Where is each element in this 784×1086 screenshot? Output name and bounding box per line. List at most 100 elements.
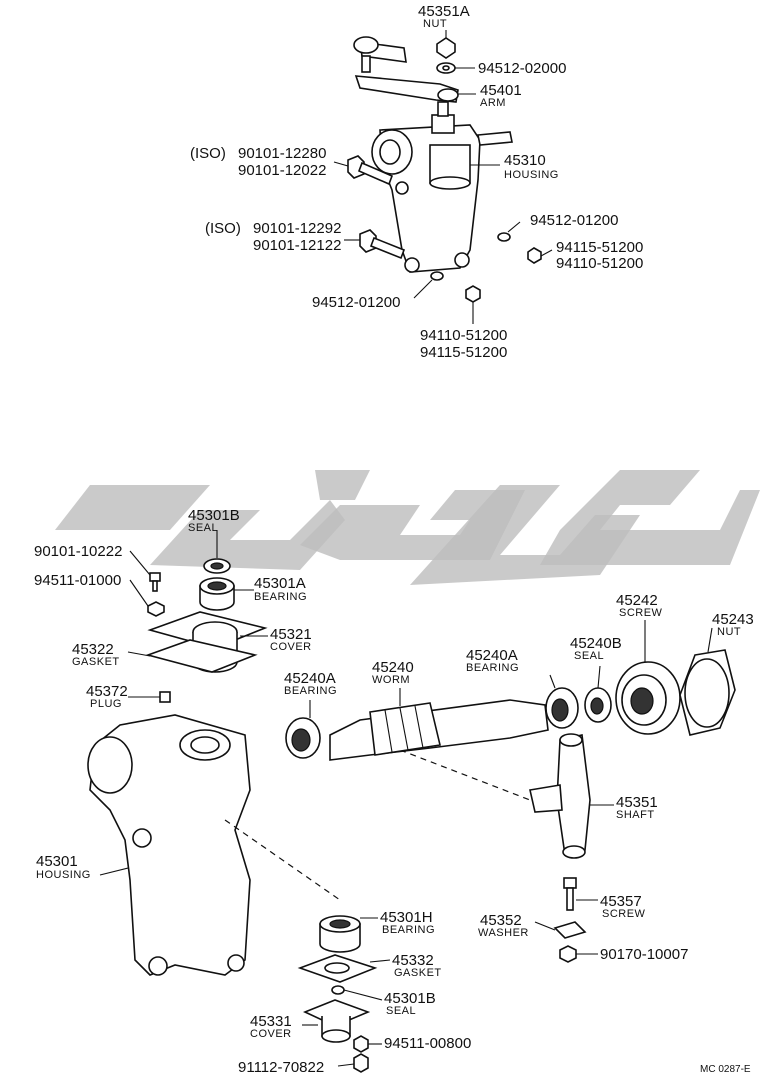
steering-housing-45310 bbox=[371, 101, 513, 273]
nut-45351a bbox=[436, 30, 456, 59]
label-45357-name: SCREW bbox=[602, 908, 646, 920]
label-45301b-bottom-code: 45301B bbox=[384, 990, 436, 1007]
label-90101-12022: 90101-12022 bbox=[238, 162, 326, 179]
washer-94511-00800 bbox=[353, 1035, 382, 1053]
pitman-arm-45401 bbox=[354, 75, 476, 103]
screw-90101-10222 bbox=[129, 550, 161, 592]
label-90101-12280: 90101-12280 bbox=[238, 145, 326, 162]
label-45240b-name: SEAL bbox=[574, 650, 604, 662]
label-94511-00800: 94511-00800 bbox=[384, 1035, 471, 1052]
nut-94115-51200-a bbox=[527, 247, 553, 264]
label-45321-code: 45321 bbox=[270, 626, 312, 643]
label-45240b-code: 45240B bbox=[570, 635, 622, 652]
plug-45372 bbox=[128, 691, 171, 703]
label-90101-10222: 90101-10222 bbox=[34, 543, 122, 560]
label-45301b-top-code: 45301B bbox=[188, 507, 240, 524]
label-45240a-right-name: BEARING bbox=[466, 662, 519, 674]
label-45240a-left-name: BEARING bbox=[284, 685, 337, 697]
label-45301b-top-name: SEAL bbox=[188, 522, 218, 534]
label-45322-name: GASKET bbox=[72, 656, 120, 668]
tie-rod-end bbox=[353, 36, 407, 73]
bearing-45240a-right bbox=[545, 674, 579, 729]
bolt-90101-12292 bbox=[344, 229, 406, 260]
label-94115-51200-a: 94115-51200 bbox=[556, 239, 643, 256]
bolt-91112-70822 bbox=[337, 1053, 369, 1073]
label-45301h-name: BEARING bbox=[382, 924, 435, 936]
label-45351a-code: 45351A bbox=[418, 3, 470, 20]
bearing-45301a bbox=[199, 577, 254, 611]
label-45301b-bottom-name: SEAL bbox=[386, 1005, 416, 1017]
lower-assembly bbox=[87, 530, 736, 1073]
washer-94512-01200-a bbox=[497, 221, 521, 242]
gasket-45332 bbox=[297, 954, 391, 983]
label-45331-code: 45331 bbox=[250, 1013, 292, 1030]
seal-45301b-top bbox=[203, 530, 231, 574]
label-45310-name: HOUSING bbox=[504, 169, 559, 181]
nut-45243 bbox=[679, 627, 736, 736]
label-45240-name: WORM bbox=[372, 674, 410, 686]
label-45242-code: 45242 bbox=[616, 592, 658, 609]
nut-94110-51200-b bbox=[465, 285, 481, 324]
worm-45240 bbox=[329, 688, 549, 761]
shaft-45351 bbox=[529, 733, 614, 859]
cover-45331 bbox=[302, 999, 371, 1043]
watermark-logo bbox=[55, 470, 760, 585]
washer-94512-01200-b bbox=[413, 271, 444, 299]
lower-labels: 45301B SEAL 90101-10222 45301A BEARING 9… bbox=[34, 507, 754, 1076]
label-45301h-code: 45301H bbox=[380, 909, 433, 926]
bearing-45301h bbox=[319, 915, 378, 953]
label-45357-code: 45357 bbox=[600, 893, 642, 910]
label-45321-name: COVER bbox=[270, 641, 312, 653]
label-94512-01200-a: 94512-01200 bbox=[530, 212, 618, 229]
label-45351-name: SHAFT bbox=[616, 809, 655, 821]
bearing-45240a-left bbox=[285, 700, 321, 759]
assembly-line-lower bbox=[224, 819, 341, 901]
label-45322-code: 45322 bbox=[72, 641, 114, 658]
label-iso-1-prefix: (ISO) bbox=[190, 145, 226, 162]
bolt-90101-12280 bbox=[333, 155, 394, 186]
label-45401-code: 45401 bbox=[480, 82, 522, 99]
label-94110-51200-b: 94110-51200 bbox=[420, 327, 507, 344]
upper-assembly bbox=[333, 30, 553, 324]
label-94511-01000: 94511-01000 bbox=[34, 572, 121, 589]
label-45301-code: 45301 bbox=[36, 853, 78, 870]
label-45332-code: 45332 bbox=[392, 952, 434, 969]
label-45243-name: NUT bbox=[717, 626, 741, 638]
label-90101-12292: 90101-12292 bbox=[253, 220, 341, 237]
label-90170-10007: 90170-10007 bbox=[600, 946, 688, 963]
label-94512-01200-b: 94512-01200 bbox=[312, 294, 400, 311]
label-94110-51200-a: 94110-51200 bbox=[556, 255, 643, 272]
washer-94511-01000 bbox=[129, 579, 165, 617]
reference-code: MC 0287-E bbox=[700, 1064, 751, 1075]
label-45332-name: GASKET bbox=[394, 967, 442, 979]
label-45351a-name: NUT bbox=[423, 18, 447, 30]
label-45243-code: 45243 bbox=[712, 611, 754, 628]
label-45240a-left-code: 45240A bbox=[284, 670, 336, 687]
gasket-45322 bbox=[127, 639, 258, 673]
seal-45301b-bottom bbox=[331, 985, 383, 1001]
label-45351-code: 45351 bbox=[616, 794, 658, 811]
washer-45352 bbox=[534, 921, 587, 939]
label-45352-code: 45352 bbox=[480, 912, 522, 929]
washer-94512-02000 bbox=[436, 62, 475, 74]
label-45372-code: 45372 bbox=[86, 683, 128, 700]
screw-45357 bbox=[563, 877, 598, 911]
seal-45240b bbox=[584, 665, 612, 723]
label-94512-02000: 94512-02000 bbox=[478, 60, 566, 77]
label-91112-70822: 91112-70822 bbox=[238, 1059, 324, 1076]
label-45401-name: ARM bbox=[480, 97, 506, 109]
nut-90170-10007 bbox=[559, 945, 598, 963]
label-45301a-name: BEARING bbox=[254, 591, 307, 603]
label-45301-name: HOUSING bbox=[36, 869, 91, 881]
label-45331-name: COVER bbox=[250, 1028, 292, 1040]
label-90101-12122: 90101-12122 bbox=[253, 237, 341, 254]
label-45240a-right-code: 45240A bbox=[466, 647, 518, 664]
label-45240-code: 45240 bbox=[372, 659, 414, 676]
label-45242-name: SCREW bbox=[619, 607, 663, 619]
label-45372-name: PLUG bbox=[90, 698, 122, 710]
label-45301a-code: 45301A bbox=[254, 575, 306, 592]
assembly-line-shaft bbox=[399, 749, 531, 801]
housing-45301 bbox=[87, 714, 251, 976]
label-iso-2-prefix: (ISO) bbox=[205, 220, 241, 237]
label-45310-code: 45310 bbox=[504, 152, 546, 169]
